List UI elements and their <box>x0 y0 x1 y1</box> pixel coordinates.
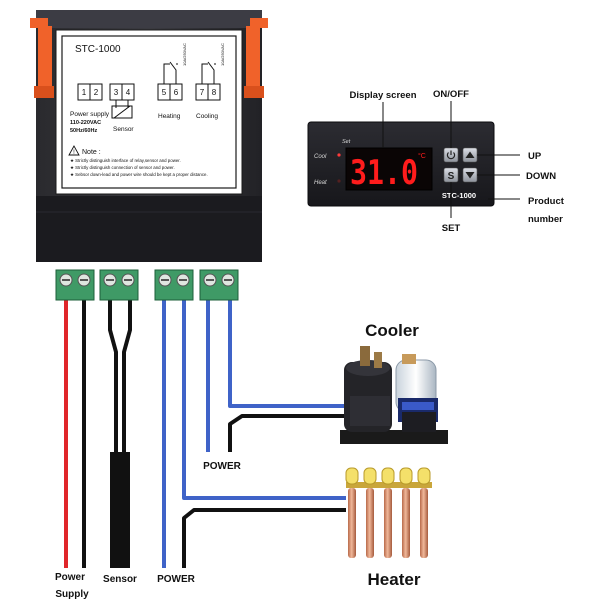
sensor-thermistor-symbol <box>111 100 133 119</box>
up-button[interactable] <box>462 147 478 163</box>
heating-relay-rating: 10A/250VAC <box>182 43 187 66</box>
label-voltage: 110-220VAC <box>70 120 101 126</box>
heater-element-image <box>345 467 432 558</box>
label-cooling: Cooling <box>196 113 218 120</box>
terminal-6: 6 <box>174 88 179 97</box>
heating-relay-symbol <box>163 61 178 84</box>
terminal-2: 2 <box>94 88 99 97</box>
sensor-label: Sensor <box>103 574 137 585</box>
heat-indicator-led <box>337 179 341 183</box>
callout-down: DOWN <box>526 171 556 182</box>
sensor-wire-1 <box>108 300 118 452</box>
label-power-supply: Power supply <box>70 111 110 118</box>
cool-indicator-led <box>337 153 341 157</box>
sensor-wire-2 <box>122 300 132 452</box>
svg-text:!: ! <box>73 150 75 156</box>
power-supply-label-line2: Supply <box>55 589 89 600</box>
label-frequency: 50Hz/60Hz <box>70 128 97 134</box>
power-icon <box>446 150 456 160</box>
heat-indicator-label: Heat <box>314 180 327 186</box>
panel-model-label: STC-1000 <box>442 191 476 200</box>
cooler-wire-black <box>228 414 346 452</box>
label-note-1: ★ Strictly distinguish interface of rela… <box>70 158 181 163</box>
set-button[interactable]: S <box>443 167 459 183</box>
terminal-connector-sensor <box>99 269 139 301</box>
chevron-up-icon <box>465 151 475 158</box>
display-unit: °C <box>418 152 426 160</box>
display-value: 31.0 <box>350 153 418 193</box>
cool-indicator-label: Cool <box>314 154 327 160</box>
cooling-relay-symbol <box>201 61 216 84</box>
cooler-compressor-image <box>340 346 448 444</box>
label-note-title: Note : <box>82 149 101 156</box>
terminal-3: 3 <box>114 88 119 97</box>
label-model: STC-1000 <box>75 44 121 55</box>
front-panel: Set Cool Heat 31.0 °C STC-1000 <box>307 121 495 207</box>
callout-on-off: ON/OFF <box>433 89 469 100</box>
terminal-connector-cooling <box>199 269 239 301</box>
callout-up: UP <box>528 151 542 162</box>
terminal-4: 4 <box>126 88 131 97</box>
display-screen <box>345 147 433 191</box>
callout-display-screen: Display screen <box>349 90 416 101</box>
label-note-3: ★ Sebsor down-lead and power wire should… <box>70 172 208 177</box>
heater-wire-blue <box>182 300 346 500</box>
wires <box>64 300 346 568</box>
terminal-8: 8 <box>212 88 217 97</box>
label-sensor: Sensor <box>113 126 134 133</box>
callout-product-number-line1: Product <box>528 196 565 207</box>
terminal-1: 1 <box>82 88 87 97</box>
down-button[interactable] <box>462 167 478 183</box>
chevron-down-icon <box>465 172 475 179</box>
left-mounting-clip <box>30 18 54 98</box>
set-button-label: S <box>448 171 455 182</box>
heater-title: Heater <box>368 570 421 589</box>
terminal-blocks: 1 2 3 4 5 6 7 8 <box>77 83 221 101</box>
terminal-5: 5 <box>162 88 167 97</box>
callout-lines <box>382 101 520 218</box>
cooler-title: Cooler <box>365 321 419 340</box>
temperature-sensor-probe <box>110 452 130 568</box>
label-note-2: ★ Strictly distinguish connection of sen… <box>70 165 175 170</box>
cooler-wire-blue <box>228 300 346 408</box>
heater-power-label: POWER <box>157 574 196 585</box>
terminal-connector-heating <box>154 269 194 301</box>
callout-product-number-line2: number <box>528 214 563 225</box>
heater-wire-black <box>182 508 346 568</box>
label-heating: Heating <box>158 113 181 120</box>
terminal-7: 7 <box>200 88 205 97</box>
terminal-connector-power <box>55 269 95 301</box>
right-mounting-clip <box>244 18 268 98</box>
note-warning-icon: ! <box>68 145 80 156</box>
cooling-relay-rating: 10A/250VAC <box>220 43 225 66</box>
callout-set: SET <box>442 223 461 234</box>
set-indicator-label: Set <box>342 139 351 145</box>
power-supply-label-line1: Power <box>55 572 85 583</box>
on-off-button[interactable] <box>443 147 459 163</box>
cooler-power-label: POWER <box>203 461 242 472</box>
controller-label: STC-1000 <box>55 29 243 195</box>
